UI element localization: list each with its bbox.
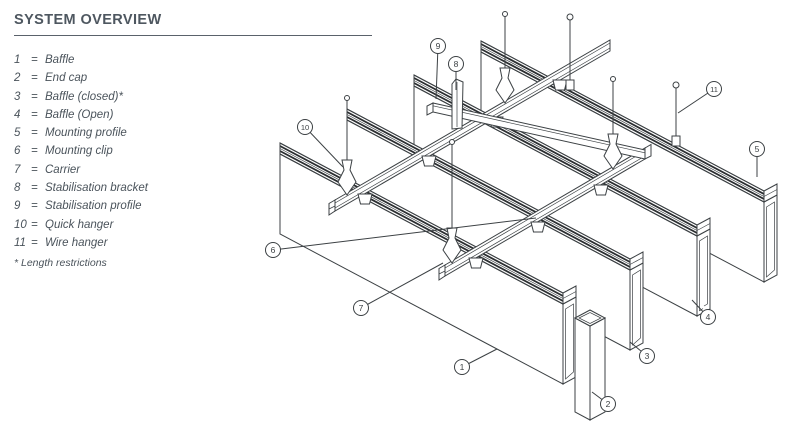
svg-text:2: 2 bbox=[606, 399, 611, 409]
svg-text:9: 9 bbox=[436, 41, 441, 51]
legend-item-8: 8 = Stabilisation bracket bbox=[14, 182, 264, 200]
legend-item-label: Carrier bbox=[45, 163, 81, 176]
legend-item-1: 1 = Baffle bbox=[14, 54, 264, 72]
callout-6: 6 bbox=[265, 217, 537, 258]
legend-item-6: 6 = Mounting clip bbox=[14, 145, 264, 163]
legend-item-number: 3 bbox=[14, 90, 21, 103]
legend-item-number: 4 bbox=[14, 108, 21, 121]
legend-item-separator: = bbox=[31, 182, 38, 195]
svg-text:6: 6 bbox=[271, 245, 276, 255]
svg-text:11: 11 bbox=[710, 85, 718, 94]
callout-1: 1 bbox=[454, 348, 498, 375]
legend-item-2: 2 = End cap bbox=[14, 72, 264, 90]
legend-item-label: End cap bbox=[45, 72, 88, 85]
legend-item-label: Mounting profile bbox=[45, 127, 127, 140]
stabilisation-bracket bbox=[451, 78, 464, 130]
legend-item-label: Baffle bbox=[45, 54, 75, 66]
carrier-1 bbox=[328, 39, 611, 216]
legend-item-label: Baffle (Open) bbox=[45, 108, 114, 121]
legend-item-11: 11 = Wire hanger bbox=[14, 237, 264, 255]
legend-item-number: 2 bbox=[14, 72, 21, 85]
end-cap bbox=[573, 309, 607, 421]
legend-item-7: 7 = Carrier bbox=[14, 164, 264, 182]
legend-item-number: 7 bbox=[14, 163, 21, 176]
legend-item-number: 8 bbox=[14, 182, 21, 195]
title-rule bbox=[14, 35, 372, 36]
legend-item-separator: = bbox=[31, 236, 38, 249]
legend-item-10: 10 = Quick hanger bbox=[14, 219, 264, 237]
legend-item-number: 11 bbox=[14, 236, 26, 249]
callouts: 1 2 3 4 5 6 7 8 9 10 11 bbox=[265, 38, 765, 412]
legend-item-number: 10 bbox=[14, 218, 27, 231]
svg-text:10: 10 bbox=[301, 123, 309, 132]
legend: 1 = Baffle 2 = End cap 3 = Baffle (closed)* 4 = Baf… bbox=[14, 54, 264, 269]
callout-4: 4 bbox=[691, 299, 716, 325]
callout-2: 2 bbox=[591, 391, 616, 412]
quick-hangers bbox=[337, 11, 623, 264]
page-title: SYSTEM OVERVIEW bbox=[14, 12, 162, 28]
legend-item-separator: = bbox=[31, 108, 38, 121]
legend-item-number: 1 bbox=[14, 54, 21, 66]
legend-item-label: Stabilisation bracket bbox=[45, 182, 148, 195]
legend-item-label: Stabilisation profile bbox=[45, 200, 142, 213]
legend-item-separator: = bbox=[31, 72, 38, 85]
legend-item-separator: = bbox=[31, 145, 38, 158]
legend-item-separator: = bbox=[31, 54, 38, 66]
callout-11: 11 bbox=[677, 81, 722, 114]
svg-text:4: 4 bbox=[706, 312, 711, 322]
legend-item-3: 3 = Baffle (closed)* bbox=[14, 91, 264, 109]
legend-item-separator: = bbox=[31, 218, 38, 231]
legend-item-label: Quick hanger bbox=[45, 218, 114, 231]
callout-5: 5 bbox=[749, 141, 765, 177]
legend-item-number: 6 bbox=[14, 145, 21, 158]
legend-item-label: Wire hanger bbox=[45, 236, 108, 249]
callout-9: 9 bbox=[430, 38, 446, 100]
legend-item-5: 5 = Mounting profile bbox=[14, 127, 264, 145]
legend-item-separator: = bbox=[31, 163, 38, 176]
callout-10: 10 bbox=[297, 119, 344, 168]
callout-8: 8 bbox=[448, 56, 464, 90]
svg-text:7: 7 bbox=[359, 303, 364, 313]
callout-3: 3 bbox=[629, 341, 655, 364]
legend-item-label: Mounting clip bbox=[45, 145, 113, 158]
svg-text:5: 5 bbox=[755, 144, 760, 154]
callout-7: 7 bbox=[353, 262, 444, 316]
svg-text:3: 3 bbox=[645, 351, 650, 361]
legend-footnote: * Length restrictions bbox=[14, 257, 107, 270]
legend-item-4: 4 = Baffle (Open) bbox=[14, 109, 264, 127]
legend-item-number: 9 bbox=[14, 200, 21, 213]
legend-item-9: 9 = Stabilisation profile bbox=[14, 200, 264, 218]
legend-item-separator: = bbox=[31, 90, 38, 103]
legend-item-separator: = bbox=[31, 127, 38, 140]
stabilisation-profile bbox=[426, 102, 646, 160]
legend-item-separator: = bbox=[31, 200, 38, 213]
wire-hangers bbox=[565, 13, 681, 147]
legend-list: 1 = Baffle 2 = End cap 3 = Baffle (closed)* 4 = Baf… bbox=[14, 54, 264, 255]
svg-text:8: 8 bbox=[454, 59, 459, 69]
legend-item-label: Baffle (closed)* bbox=[45, 90, 123, 103]
legend-item-number: 5 bbox=[14, 127, 21, 140]
svg-text:1: 1 bbox=[460, 362, 465, 372]
